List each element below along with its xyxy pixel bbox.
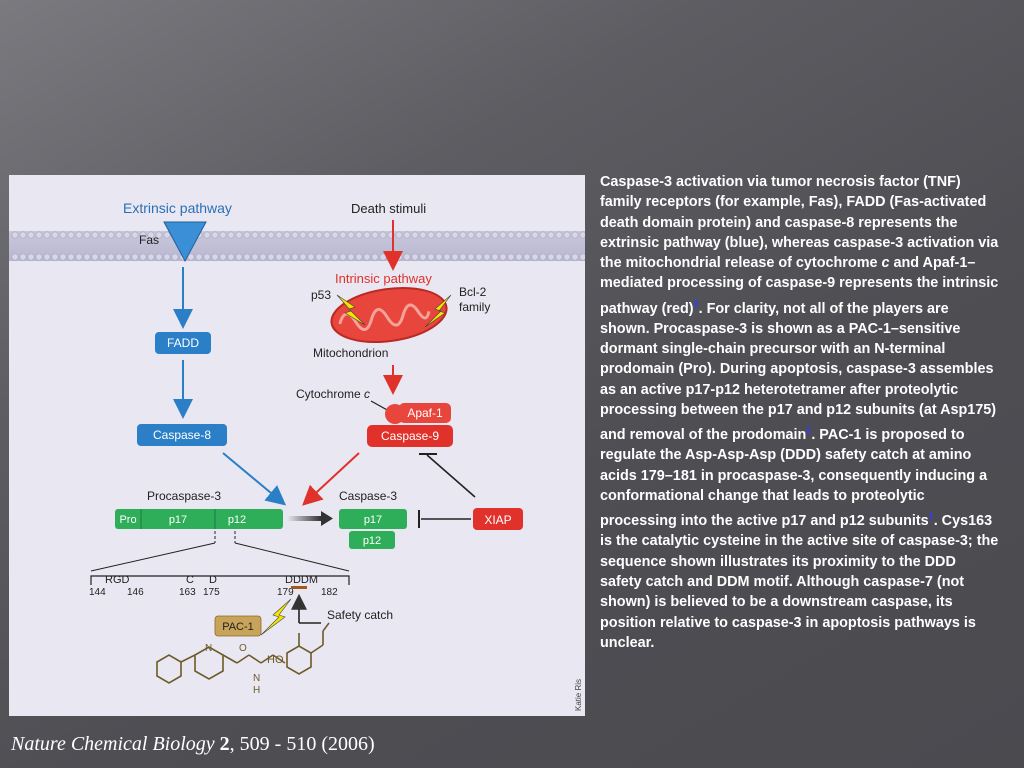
fadd-label: FADD xyxy=(167,336,199,350)
residue-144: 144 xyxy=(89,587,106,598)
lightning-bcl2-icon xyxy=(424,294,452,328)
activation-arrow-shaft xyxy=(287,516,321,521)
caspase9-box xyxy=(367,425,453,447)
fadd-box xyxy=(155,332,211,354)
rgd-motif: RGD xyxy=(105,574,130,586)
safety-catch-marker xyxy=(291,586,307,589)
death-stimuli-label: Death stimuli xyxy=(351,201,426,216)
artist-credit: Katie Ris xyxy=(574,679,583,711)
xiap-label: XIAP xyxy=(484,513,511,527)
caspase8-box xyxy=(137,424,227,446)
procaspase3-label: Procaspase-3 xyxy=(147,489,221,503)
extrinsic-pathway-title: Extrinsic pathway xyxy=(123,200,232,216)
pac1-label: PAC-1 xyxy=(222,621,254,633)
sequence-bracket xyxy=(90,575,350,585)
activation-arrow-head xyxy=(321,511,333,526)
pro-domain-label: Pro xyxy=(119,514,136,526)
p53-label: p53 xyxy=(311,288,331,302)
residue-146: 146 xyxy=(127,587,144,598)
caption-ref-link-2[interactable]: 2 xyxy=(806,425,812,436)
caption-text-1: Caspase-3 activation via tumor necrosis … xyxy=(600,174,999,272)
citation-volume: 2 xyxy=(219,733,230,755)
atom-h: H xyxy=(253,685,260,696)
dddm-motif: DDDM xyxy=(285,574,318,586)
caspase8-label: Caspase-8 xyxy=(153,428,211,442)
safety-catch-label: Safety catch xyxy=(327,608,393,622)
caption-ref-link-1[interactable]: 1 xyxy=(928,511,934,522)
lightning-p53-icon xyxy=(336,294,366,326)
caspase8-to-caspase3-arrow xyxy=(222,452,287,506)
citation-journal: Nature Chemical Biology xyxy=(11,733,215,755)
intrinsic-pathway-title: Intrinsic pathway xyxy=(335,271,432,286)
cell-membrane xyxy=(9,231,585,261)
caption-italic-c: c xyxy=(881,255,890,272)
procaspase-p12-label: p12 xyxy=(228,514,246,526)
zoom-line-right-b xyxy=(234,542,350,572)
citation: Nature Chemical Biology 2, 509 - 510 (20… xyxy=(11,733,375,756)
atom-n1: N xyxy=(205,643,212,654)
fas-receptor-icon xyxy=(163,221,207,263)
xiap-inhibits-caspase9-line xyxy=(426,454,476,498)
mitochondrion-label: Mitochondrion xyxy=(313,346,388,360)
apaf1-label: Apaf-1 xyxy=(407,406,443,420)
caspase3-p17-box xyxy=(339,509,407,529)
caspase3-p12-box xyxy=(349,531,395,549)
caspase3-p12-label: p12 xyxy=(363,535,381,547)
zoom-line-left-b xyxy=(90,542,216,572)
caption-text-2: and Apaf-1–mediated processing of caspas… xyxy=(600,255,999,317)
pathway-diagram-svg: Extrinsic pathway Death stimuli Fas FADD… xyxy=(9,200,585,711)
citation-pages: , 509 - 510 (2006) xyxy=(229,733,375,755)
residue-163: 163 xyxy=(179,587,196,598)
caspase9-to-caspase3-arrow xyxy=(302,452,360,506)
caspase3-label: Caspase-3 xyxy=(339,489,397,503)
pac1-structure-icon xyxy=(156,622,330,684)
atom-ho: HO xyxy=(267,654,284,666)
caption-text-3: . For clarity, not all of the players ar… xyxy=(600,300,997,444)
cys-residue: C xyxy=(186,574,194,586)
caspase3-p17-label: p17 xyxy=(364,514,382,526)
caspase9-label: Caspase-9 xyxy=(381,429,439,443)
cytochrome-label: Cytochrome c xyxy=(296,387,370,401)
caption-ref-link-3[interactable]: 3 xyxy=(693,298,699,309)
fas-label: Fas xyxy=(139,233,159,247)
figure-caption: Caspase-3 activation via tumor necrosis … xyxy=(600,172,1000,653)
bcl2-label-line1: Bcl-2 xyxy=(459,285,487,299)
caption-text-4: . PAC-1 is proposed to regulate the Asp-… xyxy=(600,427,988,530)
mitochondrion-icon xyxy=(330,287,448,343)
procaspase-p17-label: p17 xyxy=(169,514,187,526)
procaspase3-bar xyxy=(115,509,283,529)
asp-residue: D xyxy=(209,574,217,586)
apaf1-box xyxy=(399,403,451,423)
bcl2-label-line2: family xyxy=(459,300,490,314)
caption-text-5: . Cys163 is the catalytic cysteine in th… xyxy=(600,513,999,651)
atom-n2: N xyxy=(253,673,260,684)
xiap-box xyxy=(473,508,523,530)
residue-182: 182 xyxy=(321,587,338,598)
atom-o: O xyxy=(239,643,247,654)
pac1-box xyxy=(214,615,262,637)
lightning-pac1-icon xyxy=(260,598,292,636)
pathway-diagram: Extrinsic pathway Death stimuli Fas FADD… xyxy=(9,175,585,716)
residue-179: 179 xyxy=(277,587,294,598)
residue-175: 175 xyxy=(203,587,220,598)
cytochrome-pointer-line xyxy=(370,400,390,412)
